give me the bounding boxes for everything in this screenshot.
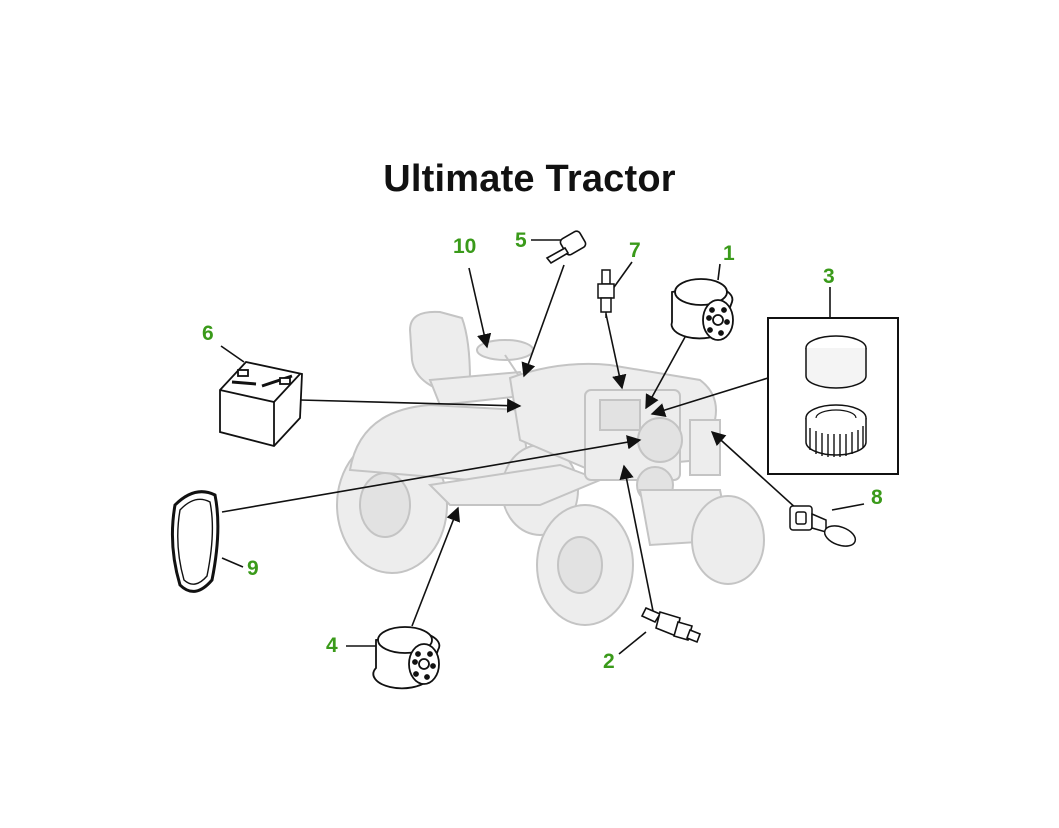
- callout-8: 8: [871, 486, 883, 509]
- air-filter-kit-icon: [767, 317, 899, 475]
- headlight-bulb-icon: [789, 505, 857, 547]
- oil-filter-icon: [372, 626, 441, 690]
- spark-plug-icon: [597, 269, 615, 318]
- leader-lines: [220, 239, 865, 655]
- callout-1: 1: [723, 242, 735, 265]
- oil-filter-icon: [670, 278, 734, 341]
- fuel-filter-icon: [640, 606, 702, 644]
- tractor-illustration: [336, 310, 765, 626]
- ignition-key-icon: [545, 230, 587, 265]
- callout-2: 2: [603, 650, 615, 673]
- drive-belt-icon: [170, 490, 220, 593]
- callout-9: 9: [247, 557, 259, 580]
- callout-10: 10: [453, 235, 476, 258]
- callout-numbers: 1 2 3 4 5 6 7 8 9 10: [202, 229, 883, 673]
- callout-3: 3: [823, 265, 835, 288]
- battery-icon: [219, 361, 303, 448]
- callout-5: 5: [515, 229, 527, 252]
- diagram-title: Ultimate Tractor: [383, 158, 676, 200]
- callout-4: 4: [326, 634, 338, 657]
- callout-7: 7: [629, 239, 641, 262]
- callout-6: 6: [202, 322, 214, 345]
